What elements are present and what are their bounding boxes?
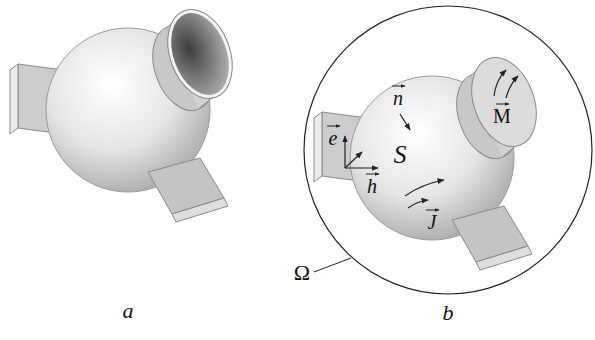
vector-accent [496,104,509,105]
normal-arrow [400,114,410,130]
port-end [172,198,228,222]
vector-label: J [428,212,437,232]
vector-label: n [393,88,403,108]
surface-label: S [394,142,407,168]
port-end [476,246,532,270]
h-field-arrow [345,167,378,168]
vector-accent [426,210,439,211]
magnetic-current-arrow [494,70,506,96]
axis-arrow [345,152,362,168]
waveguide-end [10,64,18,134]
panel-label: b [443,302,454,324]
panel-label: a [123,300,134,322]
vector-accent [366,174,379,175]
region-label: Ω [294,262,310,284]
opening-rim [156,1,244,108]
waveguide-end [314,112,322,182]
leader-line [314,258,351,272]
magnetic-current-arrow [506,76,518,98]
e-field-arrow [344,136,345,168]
vector-label: e [329,128,338,148]
vector-accent [392,86,405,87]
current-arrow [408,200,428,208]
vector-label: M [493,106,511,126]
circular-opening [159,3,242,105]
aperture-surface [460,49,548,156]
vector-accent [327,126,340,127]
region-boundary [304,6,592,294]
vector-label: h [367,176,377,196]
device-b [314,49,548,270]
device-a [10,1,244,222]
current-arrow [405,180,444,196]
